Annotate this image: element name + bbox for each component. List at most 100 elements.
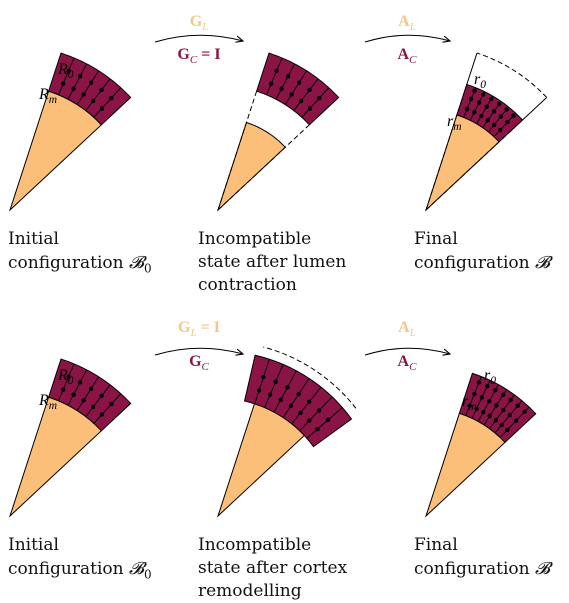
fiber-dot: [77, 74, 83, 79]
cortex-fiber: [85, 384, 111, 417]
fiber-dot: [279, 86, 284, 91]
cortex-fiber: [275, 63, 296, 100]
caption-line: configuration 𝓑: [414, 251, 550, 275]
fiber-dot: [289, 92, 294, 97]
fiber-dot: [77, 380, 83, 385]
fiber-dot: [476, 100, 482, 105]
fiber-dot: [485, 118, 491, 123]
fiber-dot: [60, 387, 66, 392]
label-AC: AC: [398, 46, 418, 66]
symbol-B: 𝓑: [129, 559, 144, 578]
label-rm: rm: [462, 393, 477, 413]
dashed-outer-arc: [263, 346, 357, 409]
fiber-dot: [485, 383, 490, 389]
caption-line: Incompatible: [198, 535, 312, 555]
caption-incompatible-row2: Incompatible state after cortex remodell…: [198, 534, 347, 603]
fiber-dot: [90, 98, 96, 104]
fiber-dot: [316, 408, 322, 413]
fiber-dot: [472, 391, 477, 397]
caption-line: configuration 𝓑0: [8, 251, 152, 280]
fiber-dot: [296, 391, 301, 397]
fiber-dot: [515, 403, 521, 408]
fiber-dot: [267, 392, 273, 397]
dashed-edge: [425, 124, 518, 211]
caption-line: Initial: [8, 229, 59, 249]
cortex-fiber: [291, 386, 322, 425]
caption-line: Initial: [8, 535, 59, 555]
label-GC: GC = I: [177, 46, 220, 66]
fiber-dot: [513, 418, 519, 423]
fiber-dot: [501, 392, 506, 398]
fiber-dot: [476, 380, 482, 385]
fiber-dot: [472, 110, 477, 115]
caption-initial-row2: Initial configuration 𝓑0: [8, 534, 152, 586]
fiber-dot: [99, 106, 105, 111]
fiber-dot: [109, 95, 114, 101]
fiber-dot: [71, 86, 76, 91]
fiber-dot: [274, 68, 279, 74]
cortex-fiber: [67, 369, 88, 406]
fiber-dot: [88, 386, 94, 391]
fiber-dot: [478, 113, 484, 119]
fiber-dot: [298, 410, 303, 415]
dashed-edge: [217, 124, 310, 211]
lumen-sector: [216, 121, 286, 212]
cortex-fiber: [58, 57, 75, 95]
caption-final-row1: Final configuration 𝓑: [414, 228, 550, 275]
caption-line: contraction: [198, 275, 297, 295]
label-R0: R0: [57, 61, 74, 81]
fiber-dot: [296, 80, 302, 85]
cortex-fiber: [58, 363, 75, 401]
fiber-dot: [480, 92, 486, 97]
cortex-fiber: [93, 393, 122, 424]
label-AL: AL: [398, 319, 416, 339]
fiber-dot: [522, 409, 527, 414]
label-R0: R0: [57, 367, 74, 387]
fiber-dot: [491, 122, 497, 128]
symbol-sub: 0: [144, 567, 152, 582]
fiber-dot: [487, 413, 492, 419]
fiber-dot: [498, 114, 504, 119]
caption-line: Final: [414, 535, 458, 555]
fiber-dot: [504, 107, 509, 112]
fiber-dot: [491, 109, 497, 114]
fiber-dot: [109, 401, 114, 407]
fiber-dot: [494, 403, 499, 408]
caption-text: configuration: [8, 253, 129, 273]
symbol-B: 𝓑: [129, 253, 144, 272]
fiber-dot: [493, 387, 498, 393]
cortex-fiber: [299, 396, 333, 432]
fiber-dot: [499, 422, 504, 428]
arrow-cortex-growth: [154, 347, 243, 355]
cortex-annulus: [458, 372, 537, 444]
cortex-fiber: [76, 376, 100, 411]
fiber-dot: [507, 413, 513, 418]
label-rm: rm: [447, 113, 462, 133]
cortex-fiber: [306, 407, 343, 439]
fiber-dot: [81, 92, 86, 97]
cortex-fiber: [282, 378, 310, 418]
cortex-fiber: [266, 57, 283, 95]
fiber-dot: [468, 96, 474, 102]
cortex-remodelled: [243, 354, 353, 448]
caption-line: state after lumen: [198, 252, 347, 272]
fiber-dot: [472, 88, 477, 93]
fiber-dot: [508, 397, 513, 403]
fiber-dot: [285, 385, 290, 390]
arrow-lumen-growth: [154, 34, 243, 42]
fiber-dot: [317, 95, 322, 101]
symbol-B: 𝓑: [535, 253, 550, 272]
caption-line: state after cortex: [198, 558, 348, 578]
fiber-dot: [474, 406, 479, 412]
caption-line: Final: [414, 229, 458, 249]
fiber-dot: [278, 397, 283, 402]
label-Rm: Rm: [38, 392, 57, 412]
label-GL: GL: [190, 13, 209, 33]
fiber-dot: [90, 404, 96, 410]
fiber-dot: [261, 374, 266, 380]
fiber-dot: [493, 418, 499, 423]
fiber-dot: [315, 426, 320, 432]
fiber-dot: [99, 412, 105, 417]
fiber-dot: [487, 398, 492, 404]
